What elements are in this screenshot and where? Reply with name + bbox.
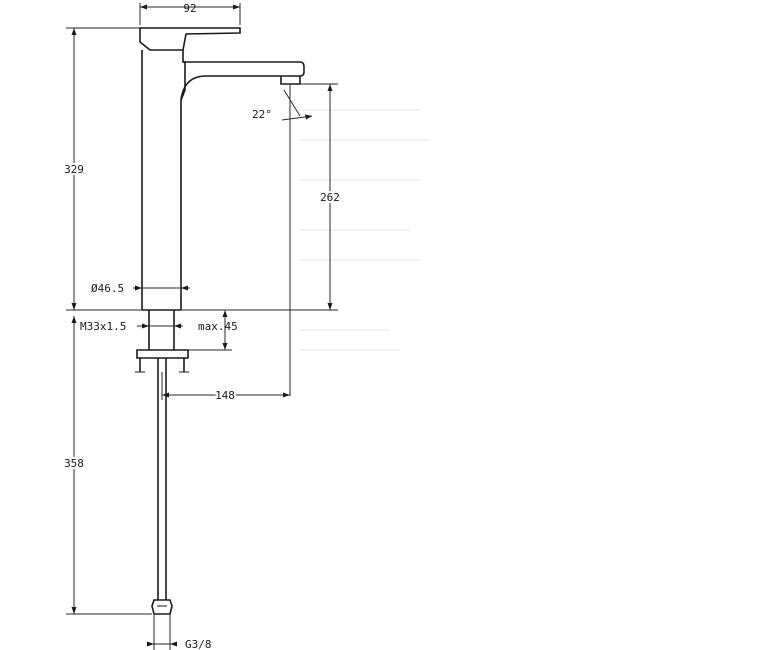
dimension-lines xyxy=(66,3,338,650)
label-handle-width: 92 xyxy=(183,2,196,15)
label-hose-length: 358 xyxy=(64,457,84,470)
label-spout-height: 262 xyxy=(320,191,340,204)
faucet-outline xyxy=(135,27,305,615)
label-body-diameter: Ø46.5 xyxy=(91,282,124,295)
label-thread: M33x1.5 xyxy=(80,320,126,333)
dimension-labels: 92 329 262 22° Ø46.5 M33x1.5 max.45 148 … xyxy=(62,2,342,650)
label-spout-reach: 148 xyxy=(215,389,235,402)
label-spout-angle: 22° xyxy=(252,108,272,121)
label-total-height: 329 xyxy=(64,163,84,176)
background-artifacts xyxy=(300,109,430,351)
label-hose-connection: G3/8 xyxy=(185,638,212,650)
label-max-deck: max.45 xyxy=(198,320,238,333)
